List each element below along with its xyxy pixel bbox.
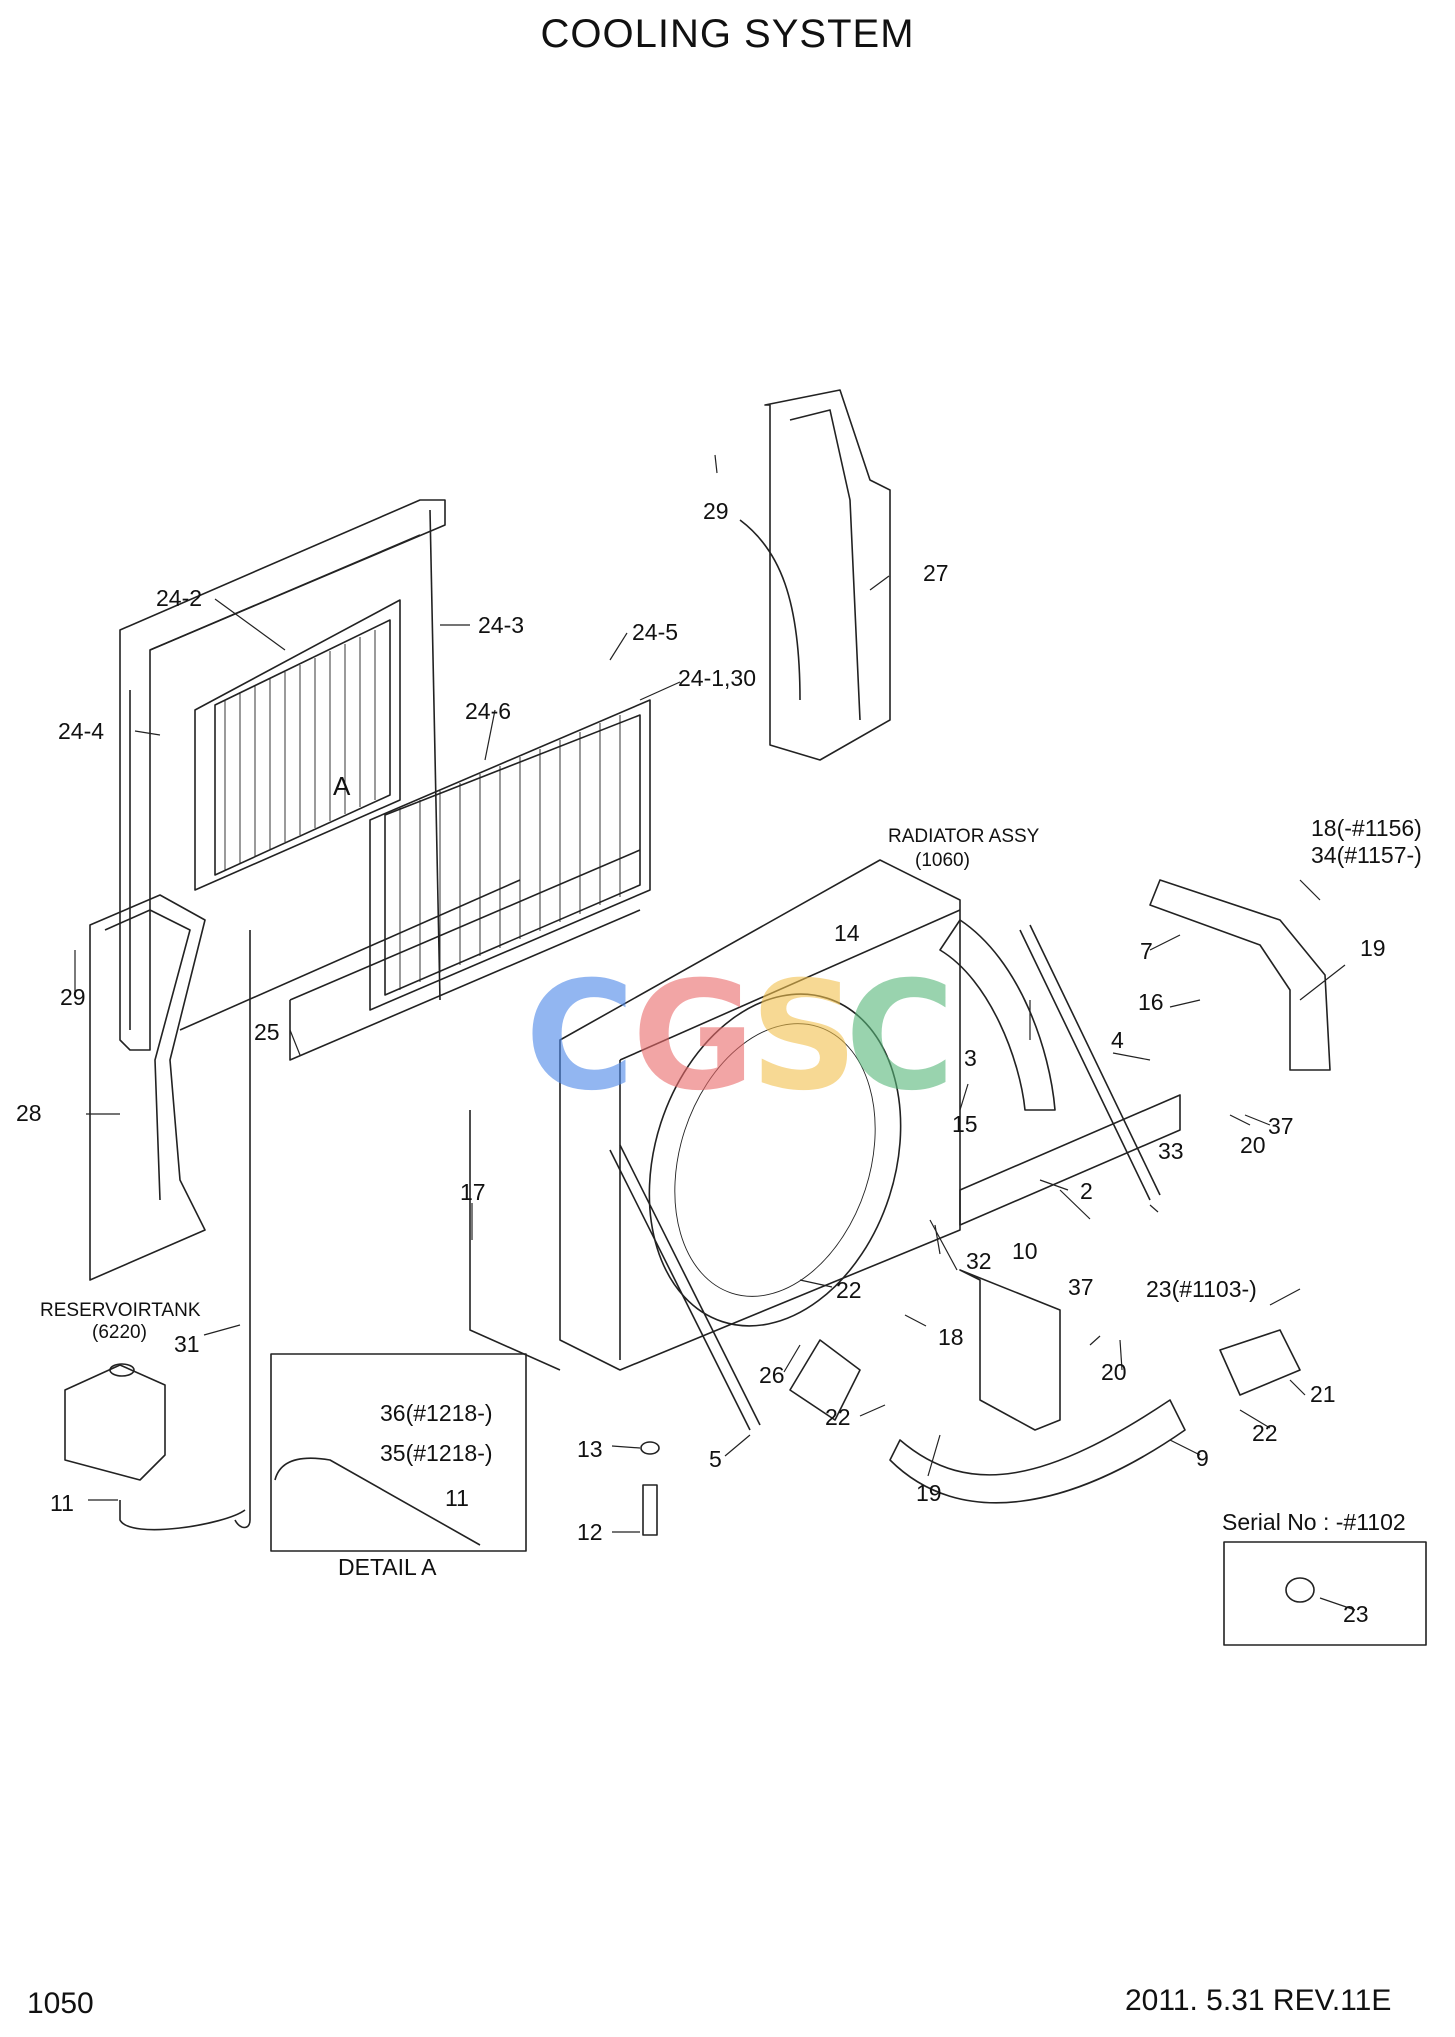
detail-a-marker: A (333, 771, 351, 801)
part-label-22-b: 22 (825, 1404, 851, 1430)
part-label-14: 14 (834, 920, 860, 946)
duct-28-drawing (89, 894, 206, 1281)
part-label-20-upper: 20 (1240, 1132, 1266, 1158)
part-label-11: 11 (50, 1490, 74, 1516)
stays-drawing (609, 924, 1161, 1431)
part-label-24-5: 24-5 (632, 619, 679, 645)
part-label-34-serial: 34(#1157-) (1311, 842, 1422, 868)
part-label-7: 7 (1140, 938, 1153, 964)
washer-13-drawing (640, 1441, 660, 1455)
bolt-12-drawing (642, 1484, 658, 1536)
part-label-24-6: 24-6 (465, 698, 512, 724)
part-label-3: 3 (964, 1045, 977, 1071)
radiator-assy-label: RADIATOR ASSY (888, 826, 1040, 847)
part-label-27: 27 (923, 560, 949, 586)
part-label-32: 32 (966, 1248, 992, 1274)
radiator-core-drawing (289, 699, 651, 1061)
watermark-letter-g: G (632, 950, 756, 1124)
part-label-20-lower: 20 (1101, 1359, 1127, 1385)
detail-a-frame (270, 1353, 527, 1552)
part-label-18-serial: 18(-#1156) (1311, 815, 1422, 841)
detail-a-label-35: 35(#1218-) (380, 1440, 493, 1466)
part-label-33: 33 (1158, 1138, 1184, 1164)
part-label-25: 25 (254, 1019, 280, 1045)
fan-shroud-drawing (469, 859, 961, 1371)
page-title: COOLING SYSTEM (540, 12, 915, 56)
part-label-2: 2 (1080, 1178, 1093, 1204)
leader-lines (74, 454, 1356, 1611)
radiator-assy-ref: (1060) (915, 850, 970, 871)
part-label-10: 10 (1012, 1238, 1038, 1264)
serial-number-caption: Serial No : -#1102 (1222, 1509, 1406, 1535)
part-label-22-c: 22 (1252, 1420, 1278, 1446)
reservoir-tank-label: RESERVOIRTANK (40, 1300, 201, 1321)
serial-box-frame (1223, 1541, 1427, 1646)
detail-a-label-11: 11 (445, 1485, 469, 1511)
part-label-12: 12 (577, 1519, 603, 1545)
part-label-29-top: 29 (703, 498, 729, 524)
part-label-23-serial: 23(#1103-) (1146, 1276, 1257, 1302)
part-label-19-right: 19 (1360, 935, 1386, 961)
condenser-grille-drawing (194, 599, 401, 891)
part-label-15: 15 (952, 1111, 978, 1137)
part-label-13: 13 (577, 1436, 603, 1462)
watermark-letter-c1: C (525, 950, 636, 1124)
part-label-24-4: 24-4 (58, 718, 105, 744)
part-label-24-1-30: 24-1,30 (678, 665, 757, 691)
revision-date: 2011. 5.31 REV.11E (1125, 1984, 1392, 2017)
part-label-31: 31 (174, 1331, 200, 1357)
bracket-10-drawing (959, 1269, 1061, 1431)
part-label-29-left: 29 (60, 984, 86, 1010)
serial-box-clamp (1285, 1577, 1315, 1603)
duct-27-drawing (764, 389, 891, 761)
part-label-4: 4 (1111, 1027, 1124, 1053)
part-label-9: 9 (1196, 1445, 1209, 1471)
part-label-17: 17 (460, 1179, 486, 1205)
part-label-16: 16 (1138, 989, 1164, 1015)
part-label-37-lower: 37 (1068, 1274, 1094, 1300)
part-label-19-bottom: 19 (916, 1480, 942, 1506)
serial-box-label-23: 23 (1343, 1601, 1369, 1627)
reservoir-tank-ref: (6220) (92, 1322, 147, 1343)
part-label-28: 28 (16, 1100, 42, 1126)
detail-a-hose (274, 1457, 481, 1546)
part-label-22-a: 22 (836, 1277, 862, 1303)
detail-a-caption: DETAIL A (338, 1554, 437, 1580)
watermark-letter-c2: C (845, 950, 956, 1124)
reservoir-tank-drawing (64, 1363, 166, 1481)
part-label-5: 5 (709, 1446, 722, 1472)
part-label-18-bolt: 18 (938, 1324, 964, 1350)
page-number: 1050 (27, 1987, 94, 2020)
part-label-24-3: 24-3 (478, 612, 525, 638)
detail-a-label-36: 36(#1218-) (380, 1400, 493, 1426)
part-label-24-2: 24-2 (156, 585, 203, 611)
part-label-21: 21 (1310, 1381, 1336, 1407)
part-label-37-upper: 37 (1268, 1113, 1294, 1139)
hoses-drawing (119, 519, 1331, 1531)
watermark-letter-s: S (750, 950, 859, 1124)
rear-frame-drawing (119, 499, 521, 1051)
part-label-26: 26 (759, 1362, 785, 1388)
